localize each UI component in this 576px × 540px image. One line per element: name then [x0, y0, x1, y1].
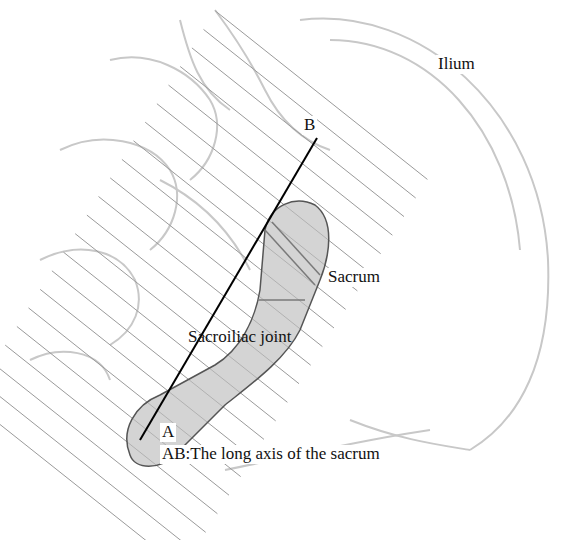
caption-text: AB:The long axis of the sacrum [160, 445, 382, 464]
hatch-line [204, 29, 416, 198]
ilium-outline [30, 10, 548, 470]
section-hatching [0, 11, 427, 540]
part-label: Ilium [436, 55, 477, 74]
axis-point-label: B [302, 116, 317, 135]
long-axis-line [140, 138, 317, 440]
hatch-line [215, 11, 427, 180]
sacroiliac-joint-region [127, 201, 329, 466]
joint-surface-lines [258, 222, 320, 300]
hatch-line [192, 48, 404, 217]
axis-point-label: A [160, 423, 176, 442]
part-label: Sacrum [326, 268, 382, 287]
part-label: Sacroiliac joint [186, 328, 293, 347]
